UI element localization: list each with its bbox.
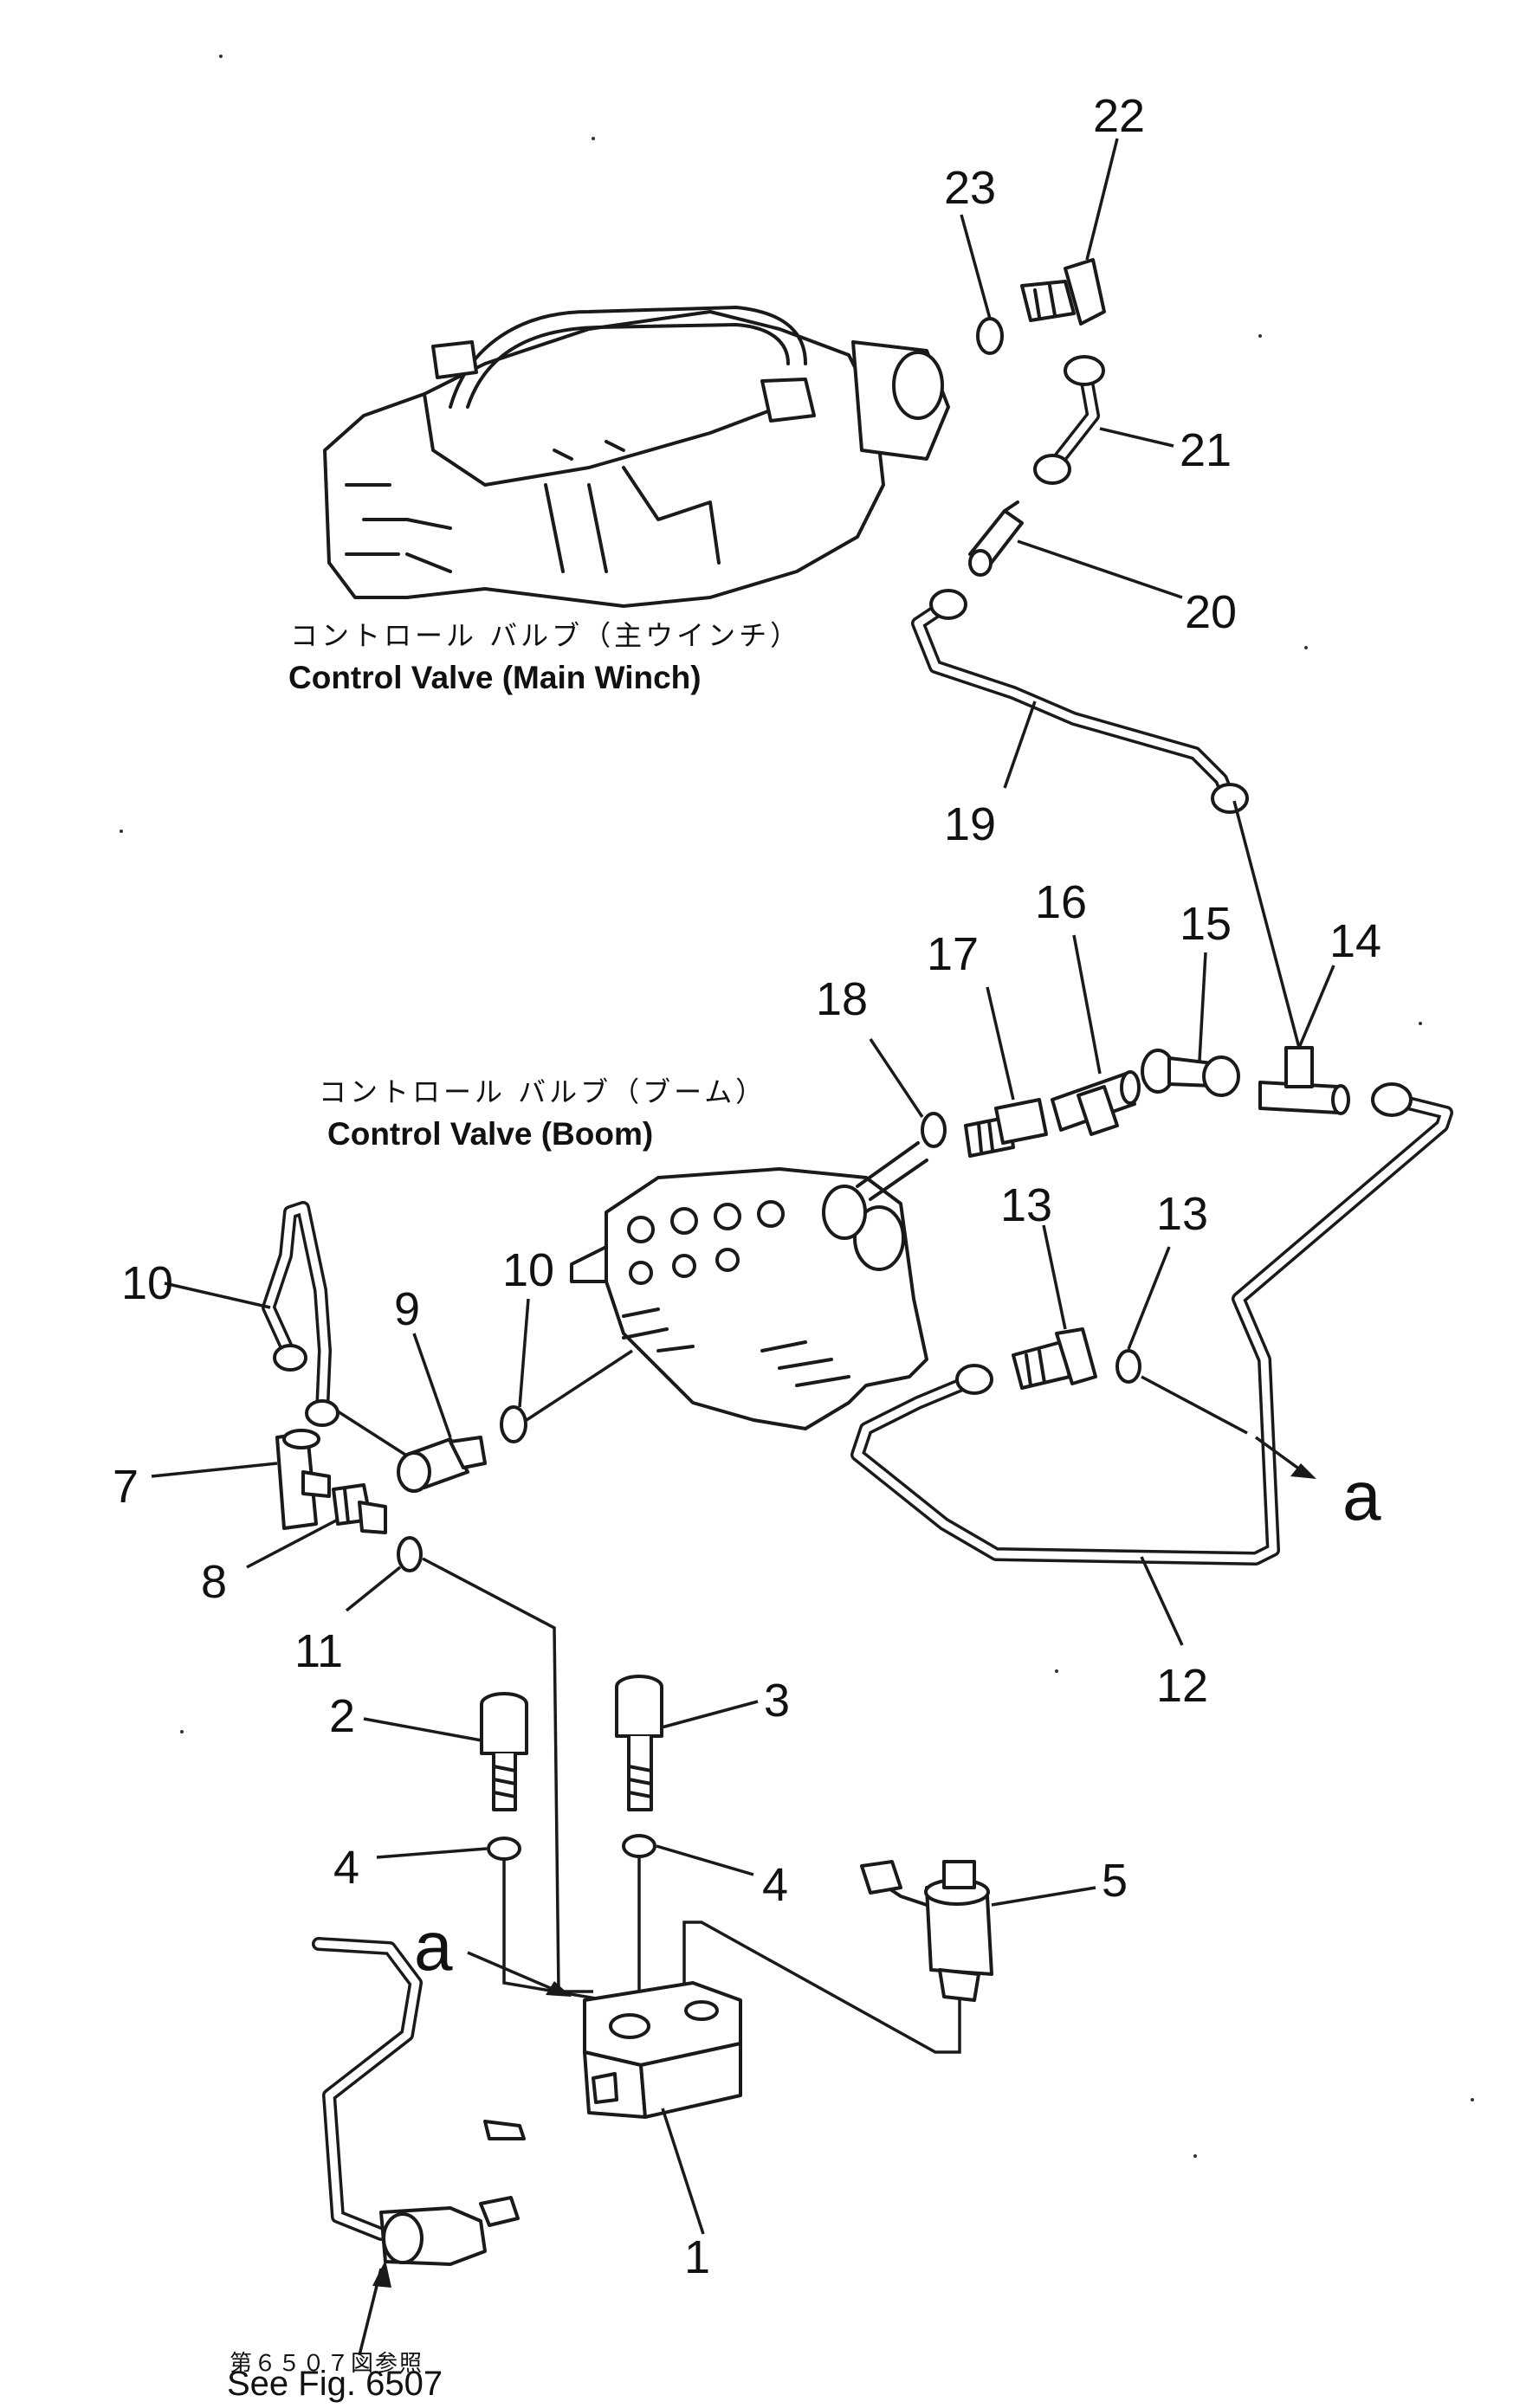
part-9-elbow: [397, 1436, 487, 1493]
label-16: 16: [1035, 876, 1087, 928]
label-13: 13: [1156, 1188, 1208, 1240]
part-4-washer-right: [622, 1834, 656, 1858]
see-fig-caption-jp: 第６５０７図参照: [230, 2351, 424, 2377]
boom-valve-caption-en: Control Valve (Boom): [327, 1116, 653, 1152]
label-20: 20: [1185, 586, 1237, 638]
arrow-a-right: [1290, 1463, 1316, 1479]
part-16-tee: [1051, 1070, 1141, 1136]
part-18-o-ring: [921, 1112, 947, 1148]
part-12-elbow: [1012, 1327, 1097, 1390]
pilot-hose-assembly: [312, 1937, 526, 2266]
part-15-connector: [1141, 1049, 1240, 1097]
label-9: 9: [394, 1283, 420, 1335]
label-6: 10: [121, 1257, 173, 1309]
boom-valve-caption-jp: コントロール バルブ（ブーム）: [319, 1075, 766, 1108]
part-23-o-ring: [976, 317, 1004, 355]
label-23: 23: [944, 162, 996, 214]
label-14: 14: [1329, 915, 1381, 967]
part-5-solenoid-valve: [860, 1860, 993, 2002]
part-8-adapter: [332, 1483, 387, 1534]
part-14-tee: [1258, 1046, 1350, 1115]
see-fig-caption-en: See Fig. 6507: [227, 2365, 443, 2403]
label-19: 19: [944, 798, 996, 850]
part-22-elbow: [1020, 258, 1106, 326]
scan-specks: [120, 55, 1474, 2158]
label-8: 8: [201, 1556, 227, 1608]
part-21-bent-pipe: [1033, 355, 1105, 485]
part-10-o-ring-upper: [500, 1405, 527, 1443]
main-winch-valve-caption-jp: コントロール バルブ（主ウインチ）: [290, 619, 801, 652]
part-17-adapter: [964, 1098, 1048, 1158]
part-10-o-ring-lower: [397, 1536, 423, 1572]
part-11-pipe: [850, 1082, 1453, 1566]
label-17: 17: [927, 928, 979, 980]
label-18: 18: [816, 973, 868, 1025]
part-3-bolt: [615, 1675, 663, 1811]
part-6-bent-pipe: [262, 1201, 339, 1427]
label-21: 21: [1180, 424, 1232, 476]
label-4-left: 4: [333, 1842, 359, 1894]
part-20-connector: [968, 500, 1024, 577]
part-19-pipe: [911, 589, 1249, 814]
control-valve-boom: [570, 1141, 928, 1430]
label-15: 15: [1180, 898, 1232, 950]
label-10-lower: 11: [294, 1625, 343, 1677]
label-1: 1: [684, 2231, 710, 2283]
connection-mark-a-right: a: [1342, 1457, 1381, 1534]
connection-mark-a-left: a: [414, 1908, 453, 1985]
part-13-o-ring: [1115, 1349, 1141, 1384]
label-10-upper: 10: [502, 1244, 554, 1296]
part-4-washer-left: [487, 1837, 521, 1861]
label-7: 7: [113, 1461, 139, 1513]
label-22: 22: [1093, 90, 1145, 142]
arrow-a-left: [546, 1981, 572, 1997]
label-4-right: 4: [762, 1859, 788, 1911]
part-2-bolt: [480, 1692, 528, 1811]
label-2: 2: [329, 1690, 355, 1742]
label-12: 13: [1000, 1179, 1052, 1231]
label-5: 5: [1102, 1855, 1128, 1907]
arrow-see-fig: [372, 2260, 391, 2288]
part-1-valve-block: [583, 1981, 742, 2119]
label-3: 3: [764, 1675, 790, 1727]
main-winch-valve-caption-en: Control Valve (Main Winch): [288, 660, 702, 695]
label-11: 12: [1156, 1660, 1208, 1712]
part-7-tee: [275, 1429, 331, 1530]
control-valve-main-winch: [323, 306, 950, 608]
